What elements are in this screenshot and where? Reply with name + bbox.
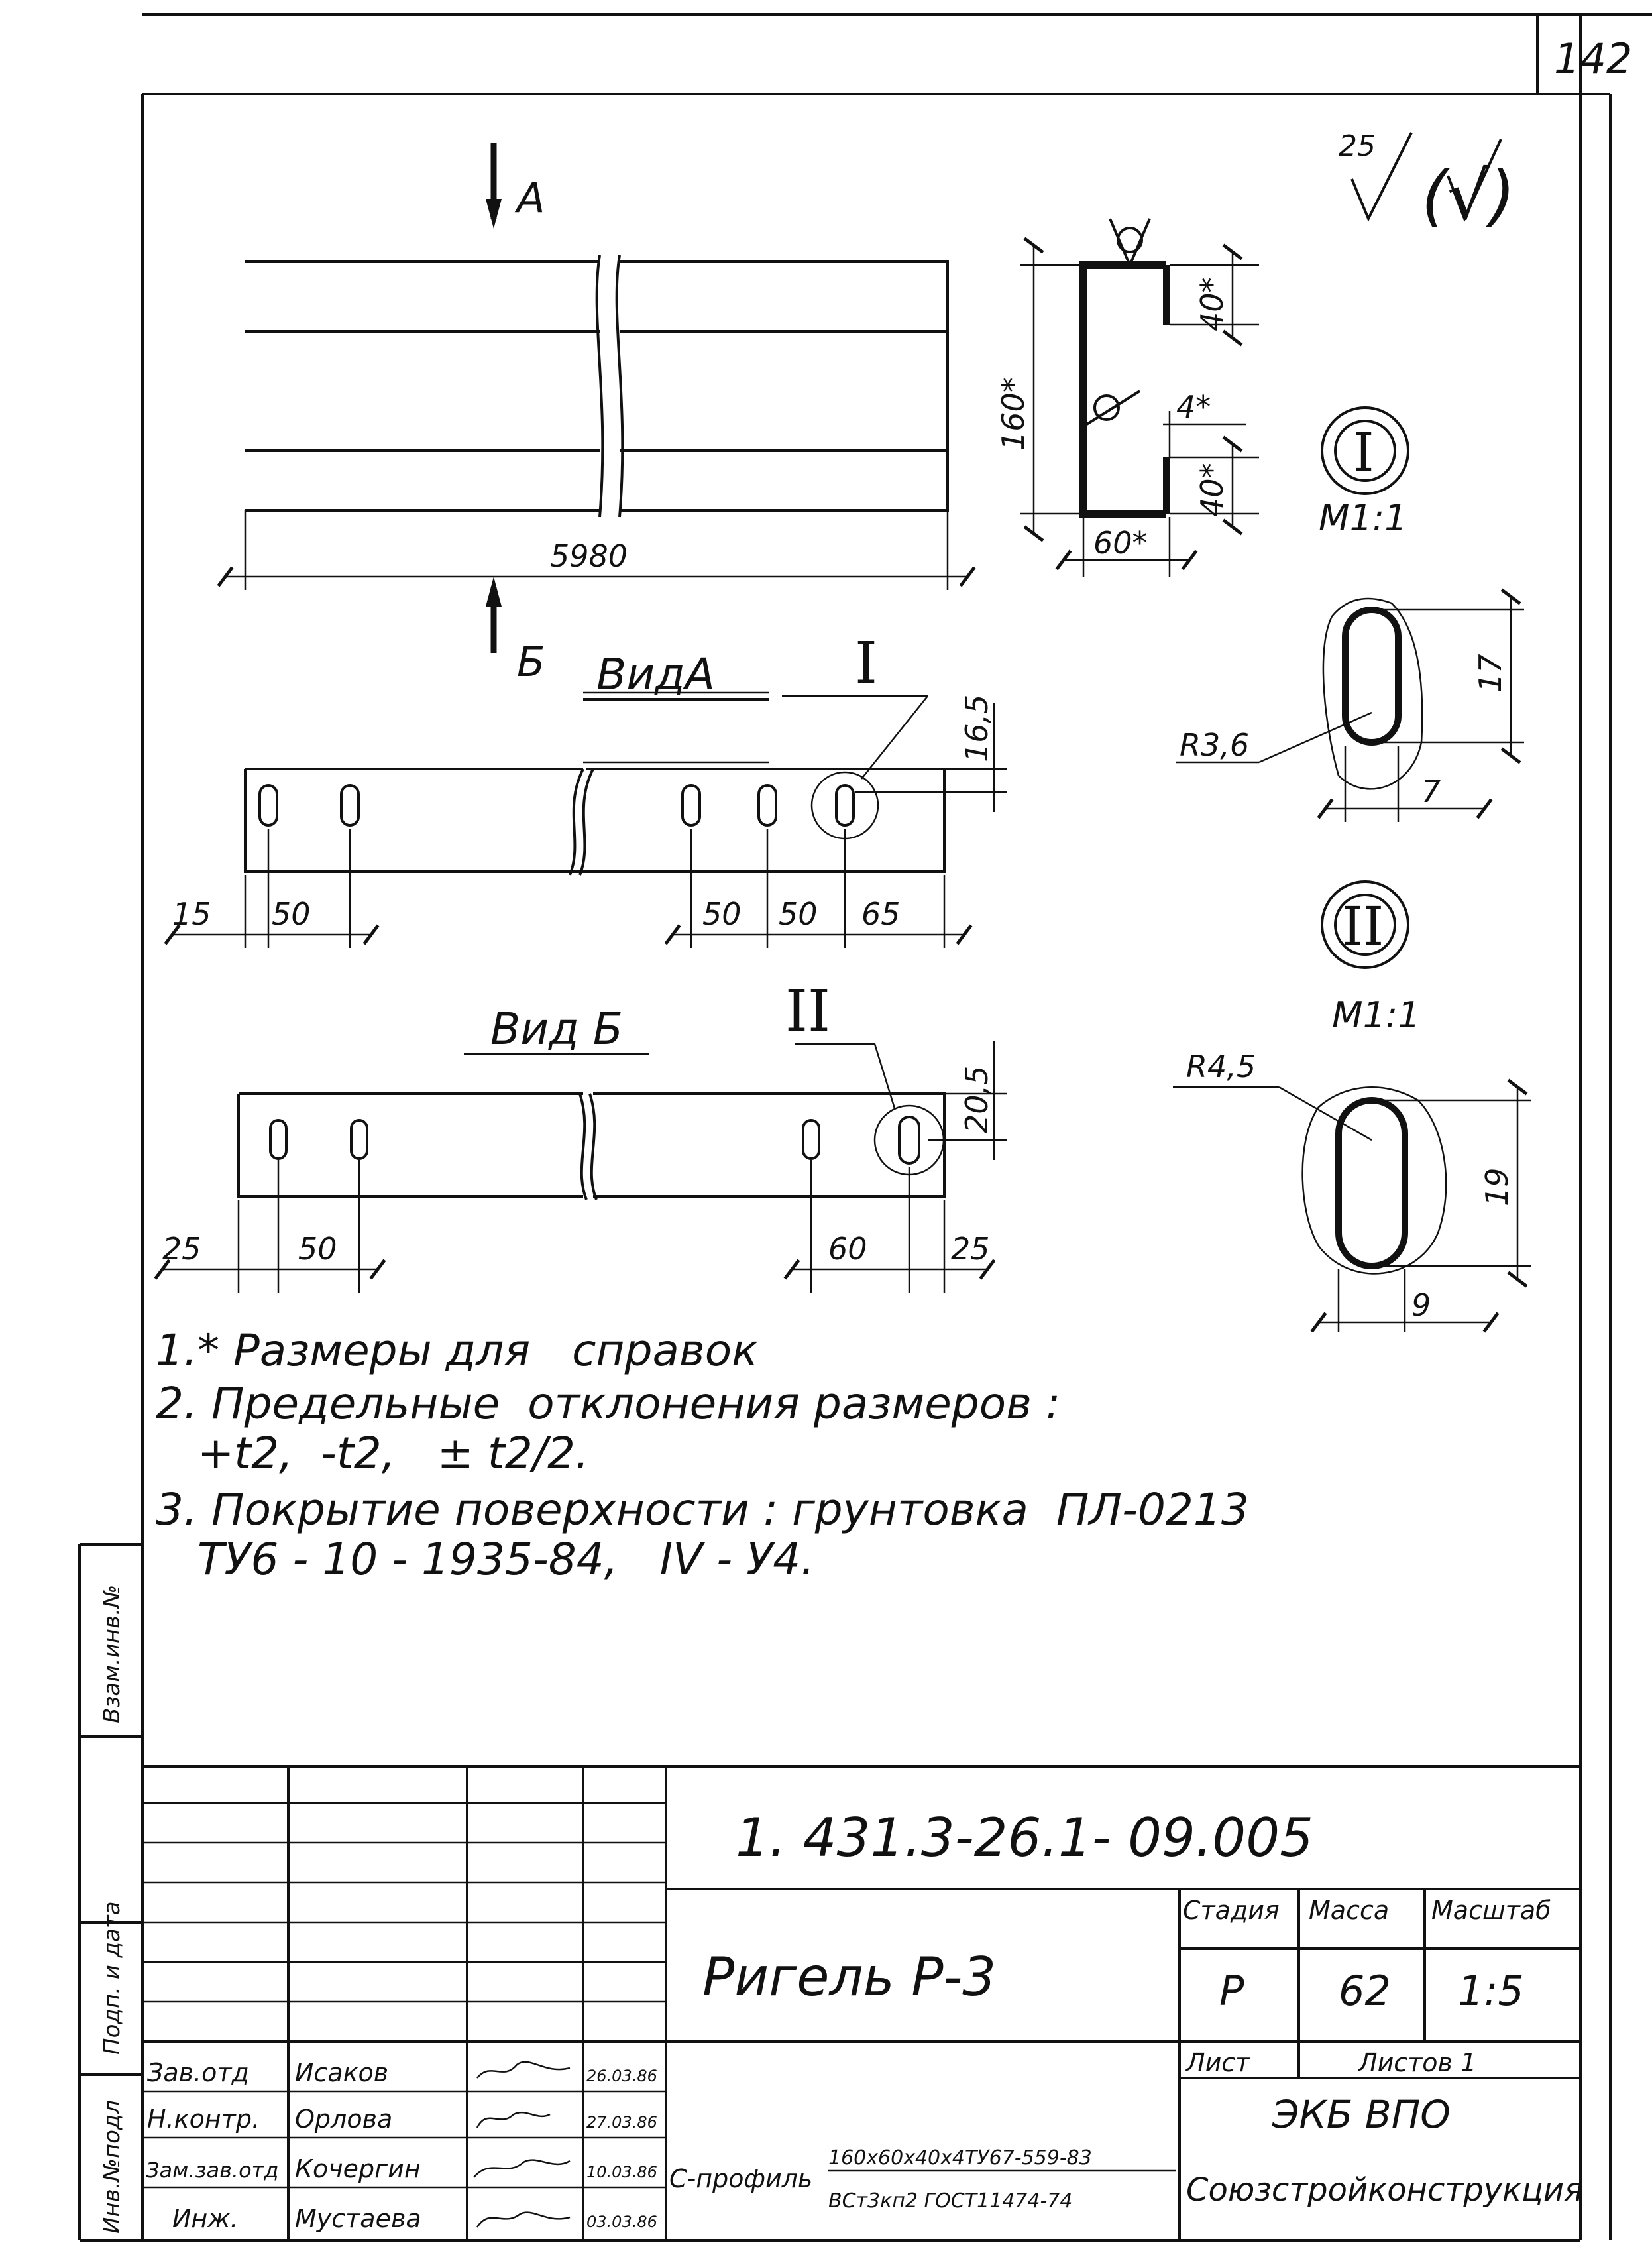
detail-1-scale: М1:1: [1319, 497, 1407, 539]
arrow-a-label: А: [514, 174, 545, 222]
signature-3: [473, 2159, 571, 2178]
view-a-edge-offset: 16,5: [959, 695, 995, 762]
sign-name-1: Исаков: [295, 2058, 388, 2087]
detail-2-scale: М1:1: [1332, 994, 1421, 1036]
detail-1-radius: R3,6: [1180, 727, 1249, 763]
note-2-tolerances: +t2, -t2, ± t2/2.: [156, 1428, 589, 1479]
view-b-dim-left: 25: [162, 1231, 201, 1267]
view-a-title: ВидА: [596, 649, 715, 700]
note-2: 2. Предельные отклонения размеров :: [156, 1378, 1060, 1429]
title-block: [142, 1765, 1580, 2240]
sign-role-3: Зам.зав.отд: [146, 2158, 278, 2183]
title-organization-2: Союзстройконструкция: [1186, 2171, 1583, 2209]
detail-1: [1176, 406, 1524, 822]
view-b-edge-offset: 20,5: [959, 1066, 995, 1133]
view-b-dim-pitch-left: 50: [298, 1231, 337, 1267]
signature-4: [476, 2211, 571, 2228]
view-a-dim-pitch-left: 50: [272, 896, 311, 932]
sign-role-1: Зав.отд: [147, 2058, 249, 2087]
sign-date-1: 26.03.86: [586, 2067, 657, 2085]
section-flange-top-dim: 40*: [1194, 277, 1230, 331]
sign-date-4: 03.03.86: [586, 2213, 657, 2231]
sign-name-3: Кочергин: [295, 2154, 421, 2183]
detail-2: [1173, 880, 1531, 1333]
detail-2-width: 9: [1411, 1287, 1431, 1323]
view-a-dim-pitch-r1: 50: [702, 896, 742, 932]
main-view: [217, 143, 976, 653]
material-profile: 160х60х40х4ТУ67-559-83: [828, 2146, 1092, 2169]
title-designation: 1. 431.3-26.1- 09.005: [736, 1807, 1313, 1869]
view-a-callout: I: [855, 630, 877, 697]
view-a: [164, 691, 1007, 948]
frame: [78, 13, 1652, 2242]
detail-1-width: 7: [1421, 774, 1441, 809]
sheet-number: 142: [1554, 34, 1632, 83]
title-mass: 62: [1339, 1967, 1391, 2015]
roughness-icon: [1350, 132, 1502, 223]
material-steel: ВСт3кп2 ГОСТ11474-74: [828, 2189, 1072, 2213]
detail-2-height: 19: [1479, 1167, 1515, 1206]
stamp-inv-number: Инв.№подл: [99, 2100, 125, 2234]
roughness-secondary: (√): [1421, 157, 1515, 235]
note-1: 1.* Размеры для справок: [156, 1325, 758, 1376]
sign-role-4: Инж.: [172, 2204, 239, 2233]
arrow-b-label: Б: [517, 638, 545, 686]
sign-date-3: 10.03.86: [586, 2163, 657, 2181]
view-b-title: Вид Б: [490, 1004, 623, 1055]
section-gap-dim: 4*: [1176, 389, 1211, 425]
title-sheets-label: Листов 1: [1357, 2048, 1476, 2077]
title-sheet-label: Лист: [1185, 2048, 1251, 2077]
detail-1-label: I: [1353, 422, 1374, 483]
sign-date-2: 27.03.86: [586, 2113, 657, 2132]
sign-name-2: Орлова: [295, 2105, 392, 2134]
title-organization-1: ЭКБ ВПО: [1272, 2092, 1451, 2137]
signature-2: [476, 2111, 551, 2128]
title-stage: Р: [1219, 1967, 1244, 2015]
view-a-dim-left: 15: [172, 896, 211, 932]
main-length-dim: 5980: [550, 538, 628, 574]
stamp-sign-date: Подп. и дата: [99, 1901, 125, 2055]
detail-1-height: 17: [1472, 654, 1508, 693]
view-b-dim-pitch-right: 60: [828, 1231, 867, 1267]
title-scale-header: Масштаб: [1431, 1896, 1551, 1925]
view-a-dim-end: 65: [861, 896, 901, 932]
section-flange-bottom-dim: 40*: [1194, 463, 1230, 517]
title-stage-header: Стадия: [1183, 1896, 1280, 1925]
view-b-dim-end: 25: [951, 1231, 990, 1267]
title-part-name: Ригель Р-3: [702, 1946, 996, 2008]
title-mass-header: Масса: [1309, 1896, 1389, 1925]
signature-1: [476, 2061, 571, 2079]
channel-section: [1020, 218, 1259, 577]
view-b-callout: II: [785, 978, 830, 1045]
section-height-dim: 160*: [995, 377, 1031, 451]
detail-2-label: II: [1342, 896, 1384, 957]
view-b: [154, 1041, 1007, 1293]
detail-2-radius: R4,5: [1186, 1049, 1256, 1084]
note-3: 3. Покрытие поверхности : грунтовка ПЛ-0…: [156, 1484, 1249, 1535]
section-width-dim: 60*: [1093, 525, 1148, 561]
view-a-dim-pitch-r2: 50: [779, 896, 818, 932]
title-scale: 1:5: [1458, 1967, 1524, 2015]
stamp-replace-inv: Взам.инв.№: [99, 1585, 125, 1723]
note-3-spec: ТУ6 - 10 - 1935-84, IV - У4.: [156, 1534, 814, 1585]
roughness-value: 25: [1339, 129, 1376, 163]
material-label: С-профиль: [669, 2164, 812, 2193]
sign-name-4: Мустаева: [295, 2204, 421, 2233]
sign-role-2: Н.контр.: [147, 2105, 260, 2134]
